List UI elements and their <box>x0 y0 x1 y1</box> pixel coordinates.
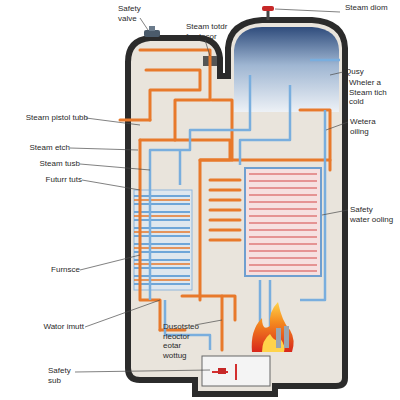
hot-pipes-part <box>210 180 240 240</box>
boiler-shell <box>128 20 345 394</box>
hot-pipes-part <box>182 296 235 320</box>
hot-pipes-part <box>200 160 330 170</box>
cold-pipes-part <box>150 75 250 300</box>
part-label: Qusy <box>345 67 385 77</box>
part-label: Wetera oiling <box>350 117 394 136</box>
leader-lines-part <box>75 370 210 372</box>
part-label: Steam etch <box>20 143 70 153</box>
ash-pit-part <box>202 356 270 386</box>
furnace-fire-part <box>284 326 289 348</box>
ash-pit-part <box>235 364 237 380</box>
part-label: Safety water ooling <box>350 205 394 224</box>
cold-pipes-part <box>310 59 340 62</box>
left-coil-part <box>134 190 192 290</box>
furnace-fire-part <box>262 334 285 352</box>
leader-lines-part <box>140 18 148 30</box>
leader-lines-part <box>330 72 343 75</box>
cold-pipes-part <box>179 150 182 185</box>
part-label: Furnsce <box>40 265 80 275</box>
furnace-fire <box>252 302 294 352</box>
leader-lines <box>70 9 348 372</box>
leader-lines-part <box>82 180 140 190</box>
leader-lines-part <box>195 320 222 325</box>
right-coil-part <box>249 174 317 271</box>
ash-pit <box>202 356 270 386</box>
left-coil <box>134 190 192 290</box>
part-label: Safety valve <box>118 4 152 23</box>
leader-lines-part <box>205 40 210 56</box>
boiler-shell-part <box>128 20 345 394</box>
ash-pit-part <box>218 368 226 374</box>
top-fittings-part <box>267 10 270 20</box>
right-coil <box>245 168 321 276</box>
part-label: Futurr tuts <box>24 175 82 185</box>
part-label: Wheler a Steam tich cold <box>349 78 395 107</box>
left-coil-part <box>134 200 190 280</box>
part-label: Stearn pistol tubb <box>8 113 88 123</box>
right-coil-part <box>245 168 321 276</box>
hot-pipes-part <box>120 119 150 122</box>
part-label: Safety sub <box>48 366 74 385</box>
part-label: Steam tusb <box>24 159 80 169</box>
cold-pipes <box>150 60 340 350</box>
hot-pipes-part <box>146 70 200 120</box>
leader-lines-part <box>326 122 348 130</box>
part-label: Steam diom <box>345 3 389 13</box>
part-label: Dusotsteo rleoctor eotar wottug <box>163 322 205 360</box>
leader-lines-part <box>275 9 340 12</box>
leader-lines-part <box>70 148 138 150</box>
leader-lines-part <box>80 164 150 170</box>
leader-lines-part <box>85 300 160 327</box>
furnace-fire-part <box>276 328 281 348</box>
furnace-fire-part <box>252 302 294 352</box>
hot-pipes <box>120 50 330 350</box>
hot-pipes-part <box>140 50 210 140</box>
leader-lines-part <box>80 255 140 270</box>
left-coil-part <box>134 196 190 284</box>
leader-lines-part <box>86 118 140 125</box>
top-fittings-part <box>149 26 155 31</box>
part-label: Wator imutt <box>28 322 84 332</box>
top-fittings-part <box>144 30 160 37</box>
part-label: Steam totdr fus tocor <box>186 22 238 41</box>
leader-lines-part <box>322 210 348 215</box>
top-fittings-part <box>262 6 274 11</box>
cold-pipes-part <box>240 85 290 165</box>
hot-pipes-part <box>221 296 224 350</box>
cold-pipes-part <box>300 110 325 300</box>
